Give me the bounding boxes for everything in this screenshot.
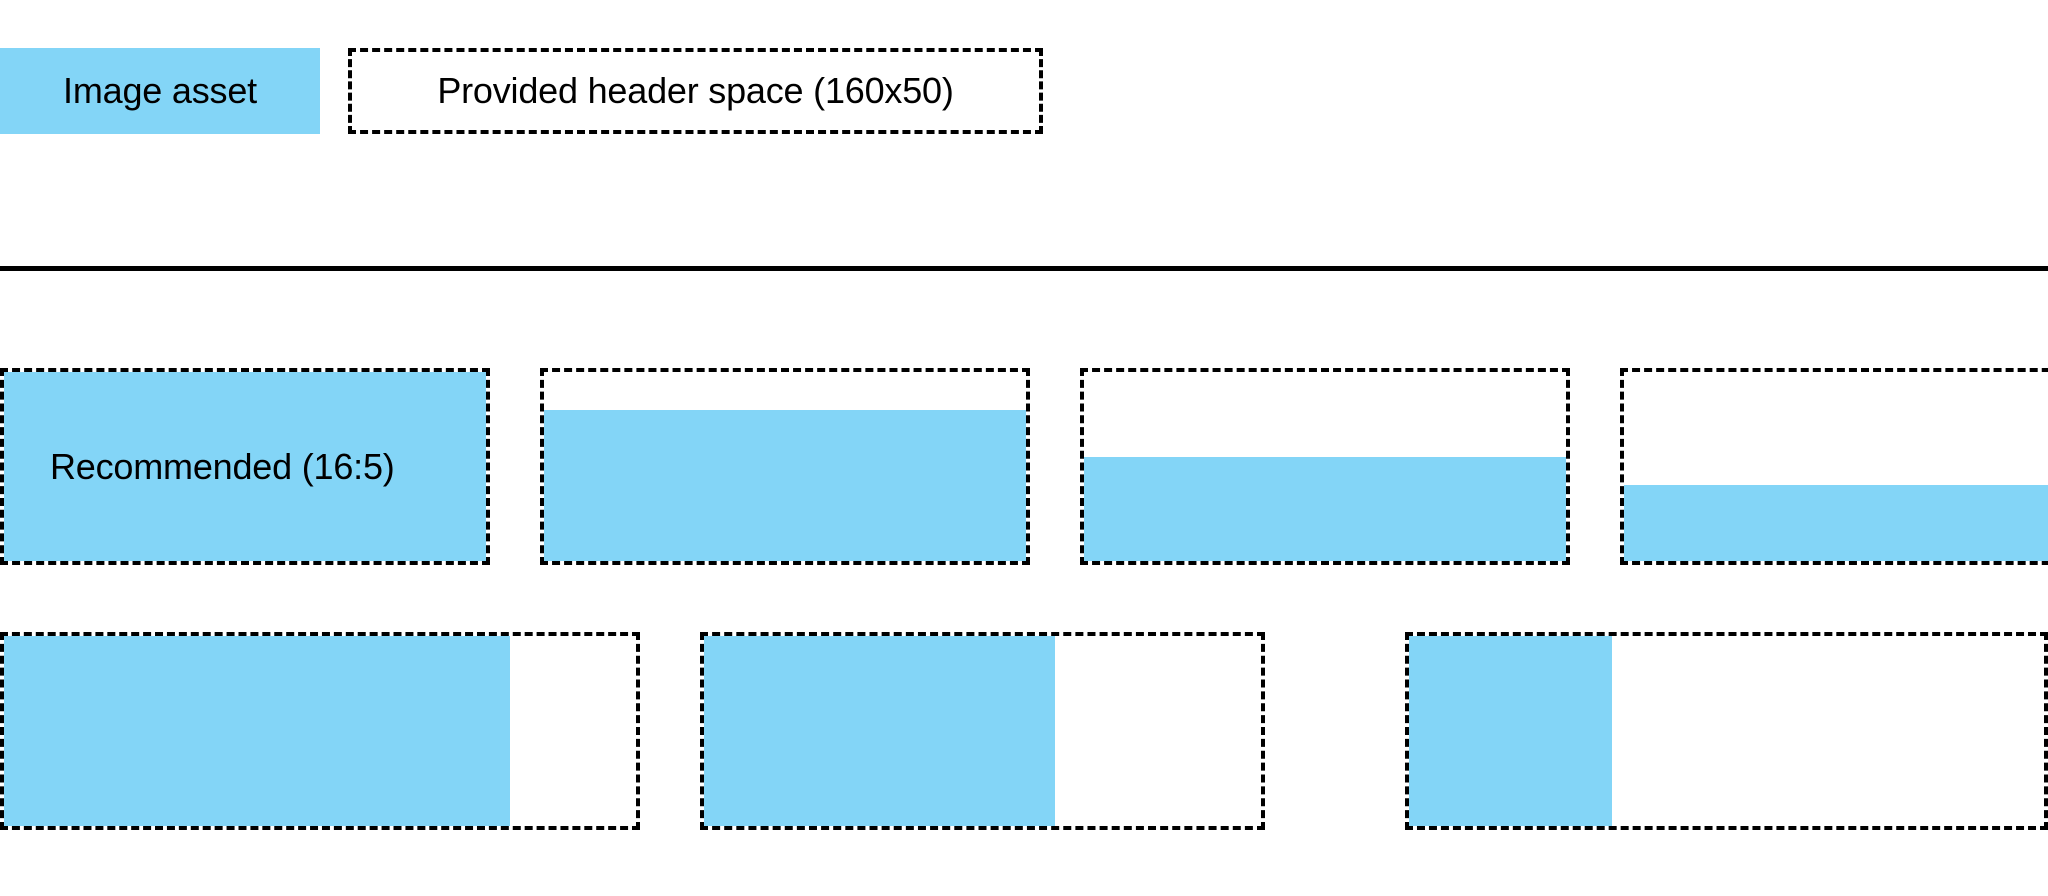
legend-image-asset-label: Image asset	[63, 70, 257, 111]
sample-cell-gap	[490, 368, 540, 565]
legend-image-asset-swatch: Image asset	[0, 48, 320, 134]
sample-cell	[1080, 368, 1570, 565]
sample-row-width-fill	[0, 632, 2048, 830]
sample-cell: Recommended (16:5)	[0, 368, 490, 565]
sample-cell	[540, 368, 1030, 565]
sample-cell-label: Recommended (16:5)	[50, 445, 395, 487]
sample-image-fill	[704, 636, 1055, 826]
sample-cell	[1405, 632, 2048, 830]
sample-cell	[1620, 368, 2048, 565]
sample-image-fill	[544, 409, 1026, 561]
sample-cell-gap	[1570, 368, 1620, 565]
sample-image-fill	[1624, 485, 2048, 561]
sample-cell-gap	[1030, 368, 1080, 565]
sample-image-fill	[1084, 457, 1566, 561]
sample-image-fill	[4, 372, 486, 561]
sample-image-fill	[4, 636, 510, 826]
sample-cell	[700, 632, 1265, 830]
section-divider	[0, 266, 2048, 271]
legend-header-space-label: Provided header space (160x50)	[437, 70, 954, 111]
legend-header-space-outline: Provided header space (160x50)	[348, 48, 1043, 134]
legend-row: Image asset Provided header space (160x5…	[0, 48, 1043, 134]
sample-cell-gap	[640, 632, 700, 830]
legend-spacer	[320, 48, 348, 134]
sample-cell-gap	[1265, 632, 1405, 830]
sample-cell	[0, 632, 640, 830]
sample-image-fill	[1409, 636, 1613, 826]
sample-row-aspect-ratio: Recommended (16:5)	[0, 368, 2048, 565]
